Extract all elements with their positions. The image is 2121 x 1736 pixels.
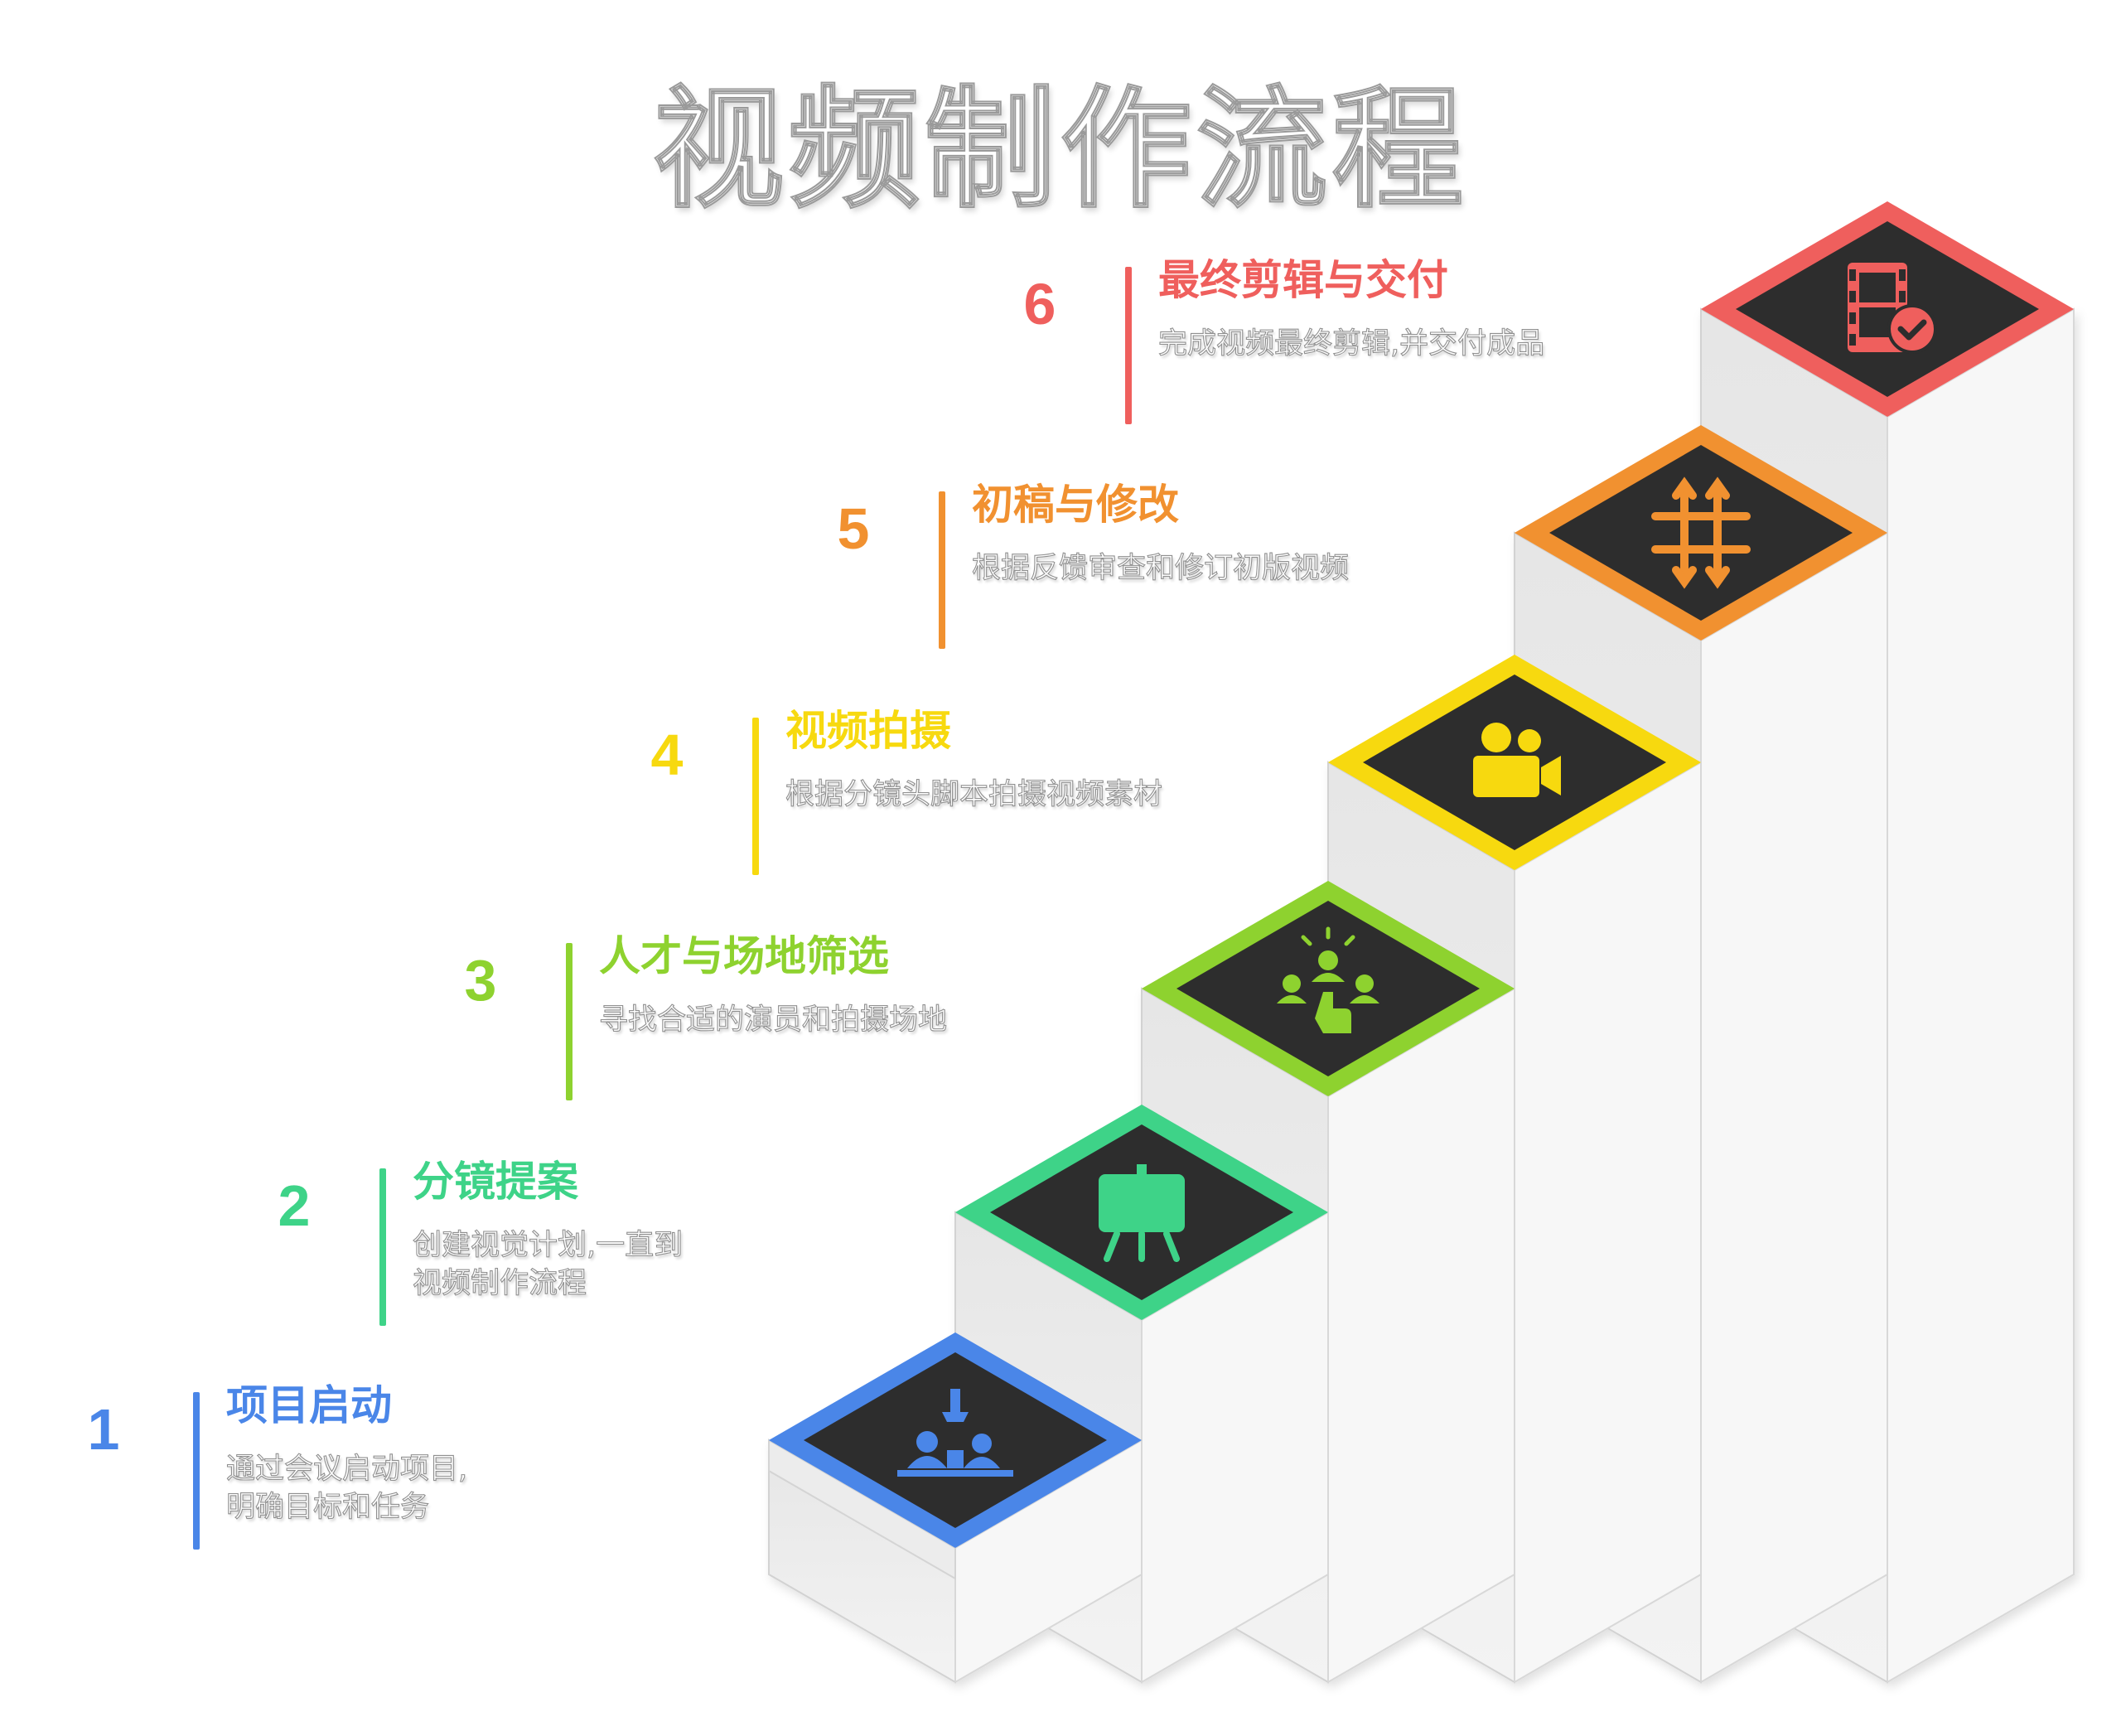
stair-riser-right (1700, 531, 1888, 1684)
step-2-label: 2 分镜提案 创建视觉计划,一直到 视频制作流程 (249, 1158, 994, 1342)
step-divider (752, 718, 759, 875)
step-number: 1 (87, 1397, 120, 1462)
step-tile-4 (1328, 655, 1701, 870)
step-description: 创建视觉计划,一直到 视频制作流程 (412, 1226, 684, 1303)
step-description: 通过会议启动项目, 明确目标和任务 (225, 1450, 468, 1526)
step-divider (566, 943, 573, 1100)
meeting-icon (897, 1389, 1013, 1477)
step-1-label: 1 项目启动 通过会议启动项目, 明确目标和任务 (58, 1381, 804, 1566)
step-divider (939, 491, 945, 649)
step-title: 分镜提案 (413, 1158, 578, 1206)
step-description: 根据反馈审查和修订初版视频 (971, 549, 1350, 588)
stair-riser-right (1887, 307, 2075, 1684)
step-number: 5 (837, 496, 870, 561)
step-5-label: 5 初稿与修改 根据反馈审查和修订初版视频 (808, 481, 1553, 665)
step-title: 人才与场地筛选 (599, 932, 889, 980)
step-description: 寻找合适的演员和拍摄场地 (598, 1001, 948, 1039)
step-number: 3 (464, 948, 497, 1013)
step-divider (193, 1392, 200, 1550)
stair-riser-right (1514, 761, 1702, 1684)
step-title: 项目启动 (226, 1381, 392, 1429)
step-description-line: 视频制作流程 (412, 1266, 587, 1300)
presentation-easel-icon (1099, 1164, 1185, 1262)
talent-selection-icon (1277, 926, 1379, 1033)
tile-face (804, 1352, 1107, 1528)
step-6-label: 6 最终剪辑与交付 完成视频最终剪辑,并交付成品 (994, 256, 1740, 441)
step-tile-3 (1142, 881, 1515, 1096)
step-description-line: 通过会议启动项目, (225, 1452, 468, 1486)
step-description-line: 根据反馈审查和修订初版视频 (971, 551, 1350, 585)
page-title: 视频制作流程 (652, 73, 1468, 227)
step-description-line: 明确目标和任务 (225, 1490, 430, 1524)
stair-riser-right (954, 1439, 1143, 1684)
step-number: 4 (650, 723, 684, 787)
step-3-label: 3 人才与场地筛选 寻找合适的演员和拍摄场地 (435, 932, 1181, 1117)
tile-face (1549, 445, 1853, 621)
step-tile-6 (1701, 201, 2074, 417)
step-tile-2 (955, 1105, 1328, 1320)
step-number: 6 (1023, 272, 1056, 336)
step-tile-1 (769, 1332, 1142, 1548)
step-description-line: 完成视频最终剪辑,并交付成品 (1157, 326, 1545, 360)
step-description-line: 寻找合适的演员和拍摄场地 (598, 1003, 948, 1037)
step-description: 完成视频最终剪辑,并交付成品 (1157, 325, 1545, 363)
video-camera-icon (1473, 723, 1561, 797)
tile-face (1176, 901, 1480, 1076)
step-title: 初稿与修改 (972, 481, 1179, 529)
step-tile-5 (1515, 425, 1887, 641)
step-divider (379, 1168, 386, 1326)
step-divider (1125, 267, 1132, 424)
stair-riser-right (1327, 987, 1515, 1684)
step-description: 根据分镜头脚本拍摄视频素材 (785, 776, 1162, 814)
step-4-label: 4 视频拍摄 根据分镜头脚本拍摄视频素材 (621, 707, 1367, 892)
film-check-icon (1848, 263, 1937, 354)
step-title: 视频拍摄 (785, 707, 951, 755)
stair-step-1 (768, 1439, 1143, 1684)
crop-move-icon (1651, 476, 1751, 589)
stair-tiles (769, 201, 2074, 1548)
step-description-line: 根据分镜头脚本拍摄视频素材 (785, 777, 1163, 811)
step-description-line: 创建视觉计划,一直到 (412, 1228, 684, 1262)
step-number: 2 (278, 1173, 311, 1238)
step-title: 最终剪辑与交付 (1158, 256, 1448, 304)
